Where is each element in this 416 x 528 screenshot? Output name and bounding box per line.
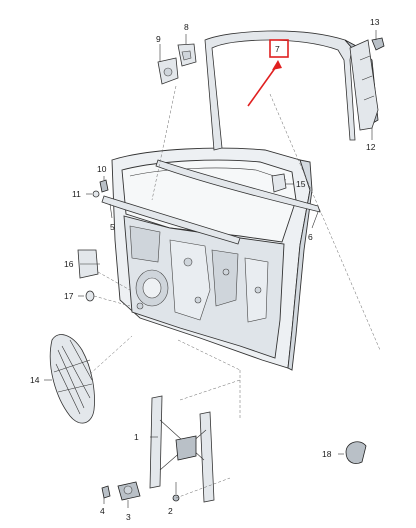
plug-17 — [85, 290, 95, 302]
clip-13 — [371, 37, 385, 51]
window-regulator — [149, 395, 215, 503]
callout-14: 14 — [30, 375, 40, 385]
assembly-lines — [89, 85, 381, 499]
callout-18: 18 — [322, 449, 332, 459]
callout-11: 11 — [72, 189, 81, 199]
mirror-bracket — [177, 43, 197, 67]
callout-8: 8 — [184, 22, 189, 32]
callout-12: 12 — [366, 142, 376, 152]
callout-10: 10 — [97, 164, 107, 174]
callout-17: 17 — [64, 291, 74, 301]
callout-15: 15 — [296, 179, 306, 189]
highlight-box — [269, 39, 289, 58]
door-panel — [111, 147, 313, 371]
callout-labels: 1 2 3 4 5 6 7 8 9 10 11 12 13 14 15 16 1… — [30, 17, 380, 522]
washer-11 — [92, 190, 100, 198]
regulator-motor — [117, 481, 141, 501]
highlight-7 — [247, 39, 289, 107]
highlight-arrow — [247, 63, 279, 107]
arrowhead-icon — [272, 60, 282, 70]
callout-5: 5 — [110, 222, 115, 232]
guide-rail — [349, 39, 379, 131]
inner-window-strip — [101, 195, 241, 245]
mirror-trim — [157, 57, 179, 85]
screw-4 — [101, 485, 111, 499]
outer-window-strip — [155, 159, 321, 213]
callout-4: 4 — [100, 506, 105, 516]
leader-6 — [311, 211, 319, 229]
screw-10 — [99, 179, 109, 193]
bracket-15 — [271, 173, 287, 193]
callout-16: 16 — [64, 259, 74, 269]
callout-3: 3 — [126, 512, 131, 522]
grommet-18 — [345, 441, 367, 464]
door-trim-pad — [49, 334, 95, 424]
callout-7: 7 — [275, 44, 280, 54]
leader-lines — [44, 30, 377, 508]
callout-6: 6 — [308, 232, 313, 242]
callout-9: 9 — [156, 34, 161, 44]
callout-1: 1 — [134, 432, 139, 442]
callout-13: 13 — [370, 17, 380, 27]
callout-2: 2 — [168, 506, 173, 516]
